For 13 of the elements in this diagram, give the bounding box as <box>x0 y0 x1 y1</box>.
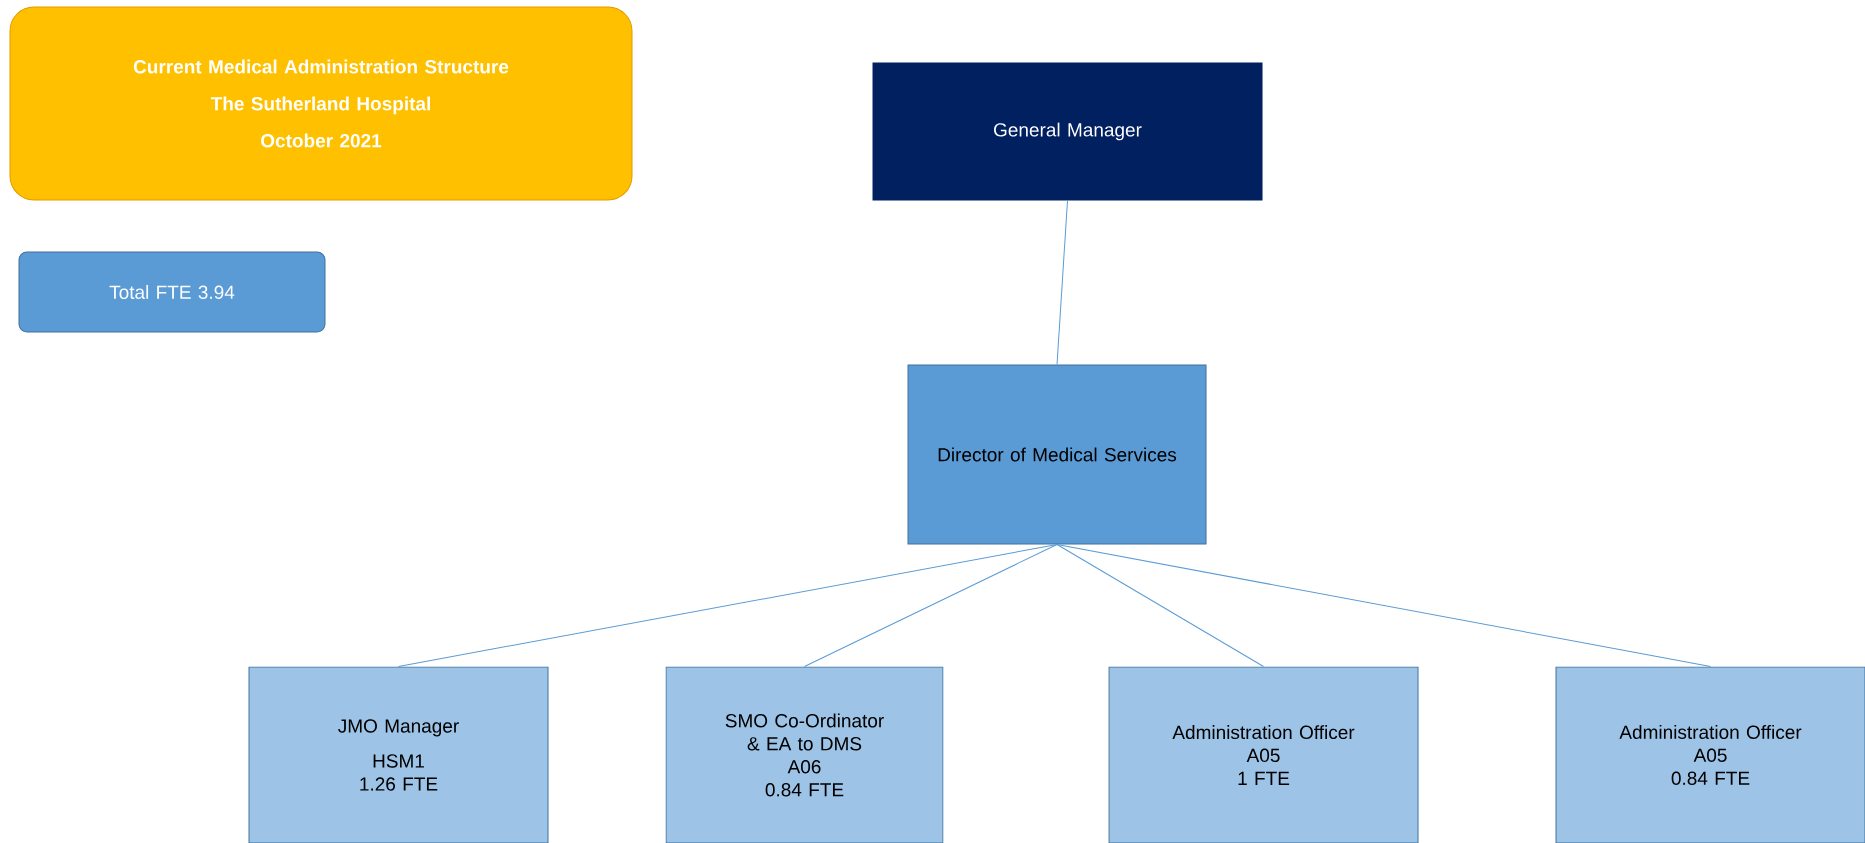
connector-line <box>804 544 1058 667</box>
director-box: Director of Medical Services <box>907 364 1207 545</box>
connector-line <box>1056 544 1712 667</box>
position-box: Administration Officer A05 0.84 FTE <box>1555 666 1865 843</box>
connector-line <box>398 544 1058 667</box>
title-box: Current Medical Administration Structure The Sutherland Hospital October 2021 <box>9 6 633 201</box>
summary-box: Total FTE 3.94 <box>18 251 326 333</box>
connector-line <box>1056 544 1264 667</box>
position-box: Administration Officer A05 1 FTE <box>1108 666 1419 843</box>
connector-line <box>1056 200 1068 365</box>
manager-box: General Manager <box>872 62 1263 201</box>
position-box: SMO Co-Ordinator & EA to DMS A06 0.84 FTE <box>665 666 944 843</box>
position-box: JMO Manager HSM1 1.26 FTE <box>248 666 549 843</box>
